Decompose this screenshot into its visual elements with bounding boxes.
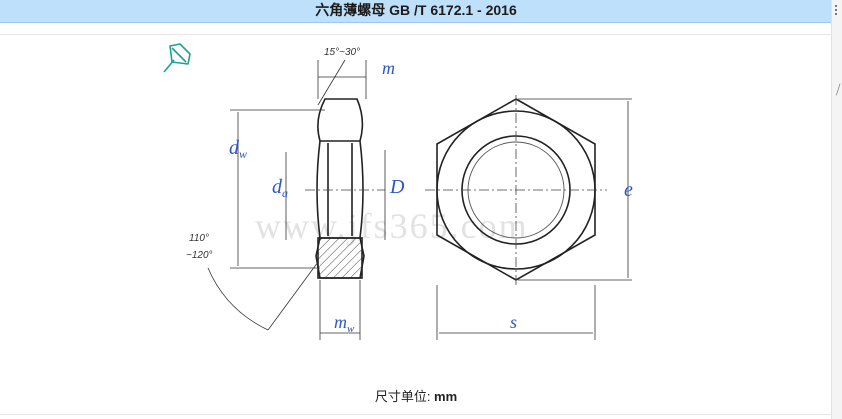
dimension-lines [207, 59, 632, 340]
divider-bottom [0, 414, 832, 415]
side-view [315, 98, 365, 279]
corner-mark-icon: ⧸ [836, 82, 841, 97]
front-centerlines [425, 95, 607, 286]
unit-label: 尺寸单位: [374, 389, 435, 404]
divider-top [0, 34, 832, 35]
dw-label: dw [229, 137, 247, 161]
pushpin-icon[interactable] [160, 40, 196, 76]
D-label: D [389, 176, 405, 198]
unit-note: 尺寸单位: mm [0, 386, 832, 405]
page-title: 六角薄螺母 GB /T 6172.1 - 2016 [0, 0, 832, 23]
scrollbar[interactable] [831, 0, 842, 419]
more-options-icon[interactable] [835, 5, 840, 15]
unit-value: mm [434, 389, 458, 404]
mw-label: mw [334, 312, 355, 335]
angle-top-label: 110° [189, 233, 209, 244]
watermark: www.jfs365.com [255, 206, 529, 246]
m-label: m [382, 58, 395, 78]
e-label: e [624, 179, 633, 201]
angle-bottom-label: ~120° [186, 250, 213, 261]
da-label: da [272, 176, 288, 200]
chamfer-angle-label: 15°~30° [324, 47, 360, 58]
s-label: s [510, 312, 517, 332]
